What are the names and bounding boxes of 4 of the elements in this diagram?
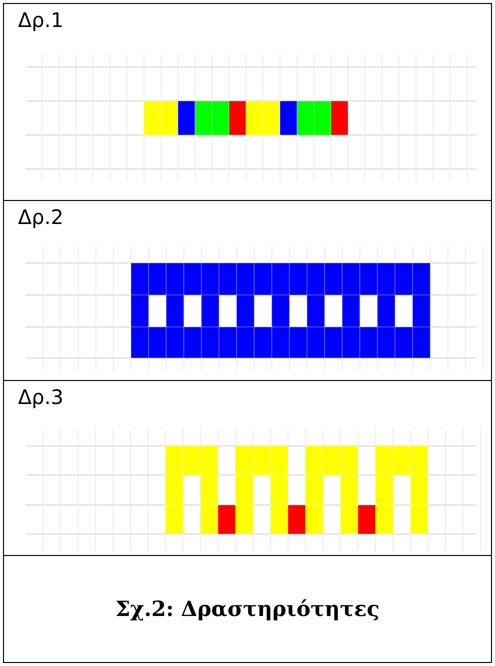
figure-caption: Σχ.2: Δραστηριότητες [114,596,381,621]
activity-label: Δρ.2 [18,205,64,229]
activity-label: Δρ.1 [18,8,64,32]
activity-label: Δρ.3 [18,385,64,409]
